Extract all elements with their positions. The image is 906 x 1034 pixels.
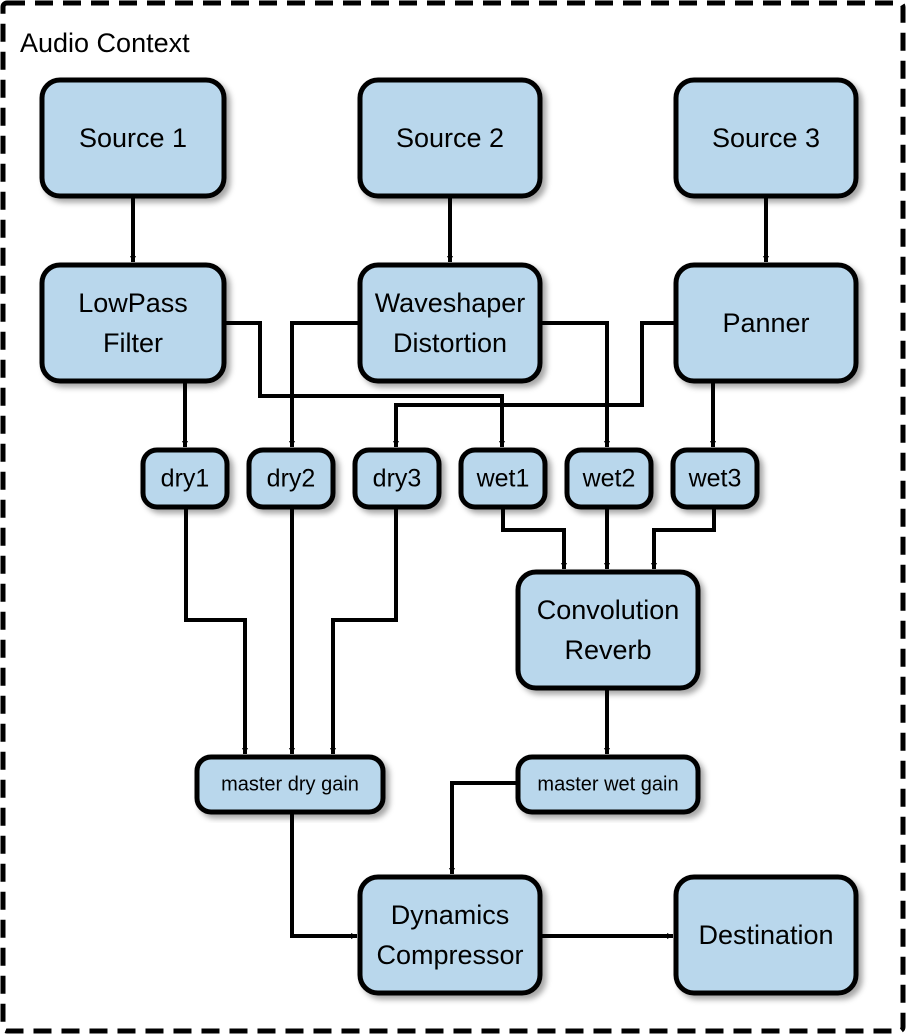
node-box-source3 (673, 77, 859, 199)
node-label-masterdry: master dry gain (221, 774, 359, 796)
node-label-wet1: wet1 (476, 465, 530, 493)
edge-waveshaper-to-dry2 (289, 321, 360, 447)
edge-wet3-to-convolution (651, 507, 716, 569)
node-source3: Source 3 (673, 77, 859, 199)
edge-dry3-to-masterdry (330, 507, 398, 754)
node-label-dry1: dry1 (161, 465, 210, 493)
node-wet2: wet2 (564, 447, 654, 510)
node-box-lowpass (39, 262, 227, 384)
node-box-source1 (39, 77, 227, 199)
node-box-wet2 (564, 447, 654, 510)
node-dry3: dry3 (352, 447, 442, 510)
node-label-source3: Source 3 (712, 123, 820, 153)
node-masterdry: master dry gain (194, 754, 386, 815)
node-label-lowpass: LowPass (78, 288, 188, 318)
node-label-dynamics: Compressor (376, 940, 523, 970)
node-wet1: wet1 (458, 447, 548, 510)
edge-dry1-to-masterdry (184, 507, 248, 754)
node-label-convolution: Reverb (564, 635, 651, 665)
node-dry1: dry1 (140, 447, 230, 510)
node-box-dry1 (140, 447, 230, 510)
node-box-wet1 (458, 447, 548, 510)
node-masterwet: master wet gain (515, 754, 701, 815)
node-label-wet3: wet3 (688, 465, 742, 493)
node-label-lowpass: Filter (103, 328, 163, 358)
edge-masterwet-to-dynamics (449, 781, 518, 874)
node-panner: Panner (673, 262, 859, 384)
node-destination: Destination (673, 874, 859, 996)
node-box-masterdry (194, 754, 386, 815)
node-box-dry2 (246, 447, 336, 510)
edge-lowpass-to-wet1 (224, 321, 505, 447)
node-box-dry3 (352, 447, 442, 510)
node-label-source1: Source 1 (79, 123, 187, 153)
edge-panner-to-dry3 (393, 321, 676, 447)
node-label-masterwet: master wet gain (537, 774, 678, 796)
node-label-source2: Source 2 (396, 123, 504, 153)
node-label-dry2: dry2 (267, 465, 316, 493)
node-label-dry3: dry3 (373, 465, 422, 493)
node-box-dynamics (357, 874, 543, 996)
edge-wet1-to-convolution (501, 507, 567, 569)
node-box-wet3 (670, 447, 760, 510)
node-label-destination: Destination (698, 920, 833, 950)
node-label-wet2: wet2 (582, 465, 636, 493)
node-box-destination (673, 874, 859, 996)
node-box-source2 (357, 77, 543, 199)
node-source2: Source 2 (357, 77, 543, 199)
node-box-convolution (515, 569, 701, 691)
edge-masterdry-to-dynamics (290, 812, 357, 939)
edge-waveshaper-to-wet2 (540, 321, 610, 447)
node-label-dynamics: Dynamics (391, 900, 510, 930)
edges-layer (130, 196, 769, 939)
node-label-waveshaper: Waveshaper (375, 288, 526, 318)
node-label-panner: Panner (722, 308, 809, 338)
node-dry2: dry2 (246, 447, 336, 510)
node-source1: Source 1 (39, 77, 227, 199)
node-box-panner (673, 262, 859, 384)
node-label-waveshaper: Distortion (393, 328, 507, 358)
node-box-masterwet (515, 754, 701, 815)
audio-context-label: Audio Context (20, 28, 190, 58)
node-wet3: wet3 (670, 447, 760, 510)
node-label-convolution: Convolution (537, 595, 680, 625)
node-box-waveshaper (357, 262, 543, 384)
